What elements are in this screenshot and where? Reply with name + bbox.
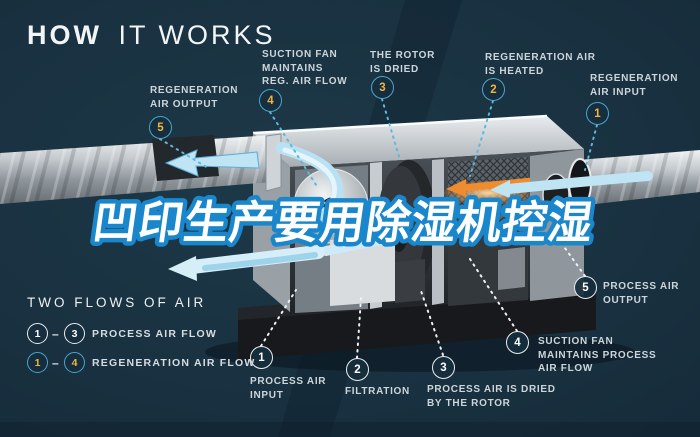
headline-overlay: 凹印生产要用除湿机控湿 <box>85 192 601 254</box>
air-flow-arrows <box>168 142 653 281</box>
callout-badge-process-1: 1 <box>250 346 273 369</box>
callout-label-regen-2: REGENERATION AIR IS HEATED <box>485 52 596 77</box>
legend-badge-process-from: 1 <box>27 323 48 344</box>
callout-label-process-5: PROCESS AIR OUTPUT <box>603 281 680 306</box>
callout-label-regen-1: REGENERATION AIR INPUT <box>590 73 679 98</box>
callout-label-process-3: PROCESS AIR IS DRIED BY THE ROTOR <box>427 384 556 409</box>
callout-badge-regen-5: 5 <box>149 116 172 139</box>
legend-heading: TWO FLOWS OF AIR <box>27 295 207 310</box>
legend-badge-process-to: 3 <box>64 323 85 344</box>
title-bold: HOW <box>27 20 102 50</box>
callout-badge-process-2: 2 <box>346 358 369 381</box>
callout-badge-process-4: 4 <box>506 331 529 354</box>
callout-label-process-2: FILTRATION <box>345 386 410 397</box>
legend-dash: – <box>52 356 59 370</box>
leader-lines-process <box>260 236 586 359</box>
callout-badge-process-3: 3 <box>432 356 455 379</box>
legend-dash: – <box>52 327 59 341</box>
callout-badge-regen-1: 1 <box>586 102 609 125</box>
leader-lines-regeneration <box>159 98 598 189</box>
legend-badge-regen-from: 1 <box>27 352 48 373</box>
callout-label-process-4: SUCTION FAN MAINTAINS PROCESS AIR FLOW <box>538 336 657 374</box>
title-light: IT WORKS <box>118 20 276 50</box>
callout-label-process-1: PROCESS AIR INPUT <box>250 376 327 401</box>
callout-badge-regen-4: 4 <box>259 89 282 112</box>
callout-badge-regen-3: 3 <box>371 76 394 99</box>
callout-label-regen-3: THE ROTOR IS DRIED <box>370 50 436 75</box>
callout-badge-regen-2: 2 <box>482 78 505 101</box>
legend-label-process: PROCESS AIR FLOW <box>92 328 217 340</box>
page-title: HOW IT WORKS <box>27 20 276 51</box>
callout-badge-process-5: 5 <box>574 276 597 299</box>
legend-label-regen: REGENERATION AIR FLOW <box>92 357 256 369</box>
headline-text: 凹印生产要用除湿机控湿 <box>90 196 597 249</box>
legend-badge-regen-to: 4 <box>64 352 85 373</box>
callout-label-regen-5: REGENERATION AIR OUTPUT <box>150 85 239 110</box>
callout-label-regen-4: SUCTION FAN MAINTAINS REG. AIR FLOW <box>262 49 348 87</box>
